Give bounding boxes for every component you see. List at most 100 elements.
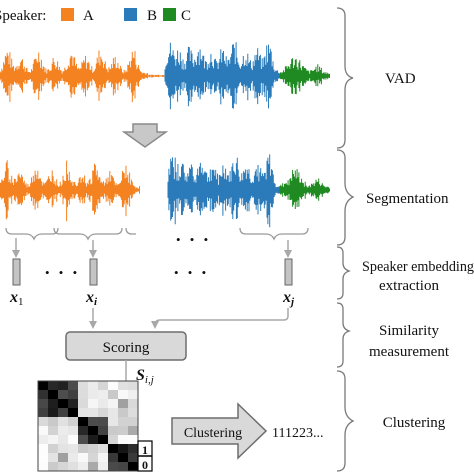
scoring-label: Scoring [103, 340, 150, 356]
matrix-cell [108, 462, 118, 471]
matrix-cell [68, 462, 78, 471]
matrix-cell [78, 399, 88, 408]
matrix-cell [48, 462, 58, 471]
matrix-cell [108, 435, 118, 444]
matrix-cell [38, 435, 48, 444]
matrix-cell [48, 408, 58, 417]
matrix-cell [88, 408, 98, 417]
matrix-cell [88, 444, 98, 453]
embedding-row: • • • • • • x1 xi xj [9, 238, 295, 308]
matrix-cell [128, 390, 138, 399]
matrix-cell [98, 399, 108, 408]
embedding-label-j: xj [282, 289, 295, 308]
speaker-b-label: B [147, 8, 157, 24]
matrix-cell [68, 390, 78, 399]
matrix-cell [68, 444, 78, 453]
matrix-cell [88, 390, 98, 399]
stage-braces [336, 7, 355, 472]
matrix-cell [108, 381, 118, 390]
similarity-symbol: Si,j [136, 367, 154, 386]
scoring-arrows [89, 308, 289, 329]
matrix-cell [108, 399, 118, 408]
matrix-cell [78, 453, 88, 462]
matrix-cell [98, 444, 108, 453]
matrix-cell [88, 426, 98, 435]
matrix-cell [98, 426, 108, 435]
matrix-cell [68, 408, 78, 417]
segmented-waveform [0, 154, 330, 228]
matrix-cell [38, 408, 48, 417]
vad-wave-gap [147, 74, 165, 78]
matrix-cell [108, 426, 118, 435]
seg-wave-a [0, 160, 140, 222]
speaker-legend: Speaker: A B C [0, 8, 191, 24]
matrix-cell [88, 399, 98, 408]
legend-label: Speaker: [0, 8, 46, 24]
matrix-cell [78, 444, 88, 453]
matrix-cell [38, 426, 48, 435]
matrix-cell [98, 390, 108, 399]
matrix-cell [98, 435, 108, 444]
matrix-cell [108, 453, 118, 462]
matrix-cell [48, 435, 58, 444]
matrix-cell [128, 408, 138, 417]
vad-wave-a [0, 50, 149, 103]
matrix-cell [58, 408, 68, 417]
matrix-cell [58, 399, 68, 408]
vad-wave-b [164, 42, 280, 110]
matrix-cell [98, 381, 108, 390]
matrix-cell [58, 453, 68, 462]
embedding-dots-left: • • • [45, 265, 80, 280]
embedding-label-1: x1 [9, 289, 24, 308]
matrix-cell [118, 408, 128, 417]
stage-segmentation: Segmentation [366, 191, 449, 207]
embedding-dots-right: • • • [174, 265, 209, 280]
matrix-cell [98, 417, 108, 426]
matrix-cell [118, 417, 128, 426]
matrix-cell [68, 426, 78, 435]
stage-similarity-line2: measurement [369, 344, 450, 360]
matrix-cell [88, 417, 98, 426]
matrix-cell [88, 453, 98, 462]
matrix-cell [68, 417, 78, 426]
matrix-cell [108, 417, 118, 426]
matrix-cell [78, 462, 88, 471]
stage-embedding-line1: Speaker embedding [362, 259, 474, 275]
matrix-cell [48, 390, 58, 399]
matrix-cell [38, 462, 48, 471]
matrix-cell [78, 426, 88, 435]
speaker-b-swatch [124, 8, 137, 21]
matrix-cell [58, 417, 68, 426]
matrix-cell [128, 453, 138, 462]
vad-wave-c [279, 58, 330, 95]
embedding-vector-1 [12, 258, 21, 286]
stage-similarity-line1: Similarity [379, 323, 440, 339]
vad-waveform [0, 42, 330, 110]
down-arrow-icon [121, 123, 169, 148]
speaker-c-swatch [163, 8, 176, 21]
matrix-cell [68, 399, 78, 408]
matrix-cell [118, 462, 128, 471]
matrix-cell [118, 381, 128, 390]
matrix-cell [128, 435, 138, 444]
matrix-cell [108, 408, 118, 417]
matrix-cell [68, 381, 78, 390]
matrix-cell [128, 381, 138, 390]
clustering-box-label: Clustering [184, 426, 242, 441]
matrix-cell [78, 417, 88, 426]
matrix-cell [128, 417, 138, 426]
matrix-cell [88, 381, 98, 390]
matrix-cell [38, 417, 48, 426]
matrix-cell [118, 426, 128, 435]
matrix-cell [78, 381, 88, 390]
embedding-vector-i [89, 258, 98, 286]
speaker-a-label: A [83, 8, 94, 24]
matrix-cell [78, 390, 88, 399]
similarity-matrix [38, 381, 138, 471]
matrix-cell [128, 462, 138, 471]
matrix-cell [48, 381, 58, 390]
matrix-cell [58, 426, 68, 435]
scale-top-label: 1 [142, 443, 148, 457]
matrix-cell [38, 399, 48, 408]
